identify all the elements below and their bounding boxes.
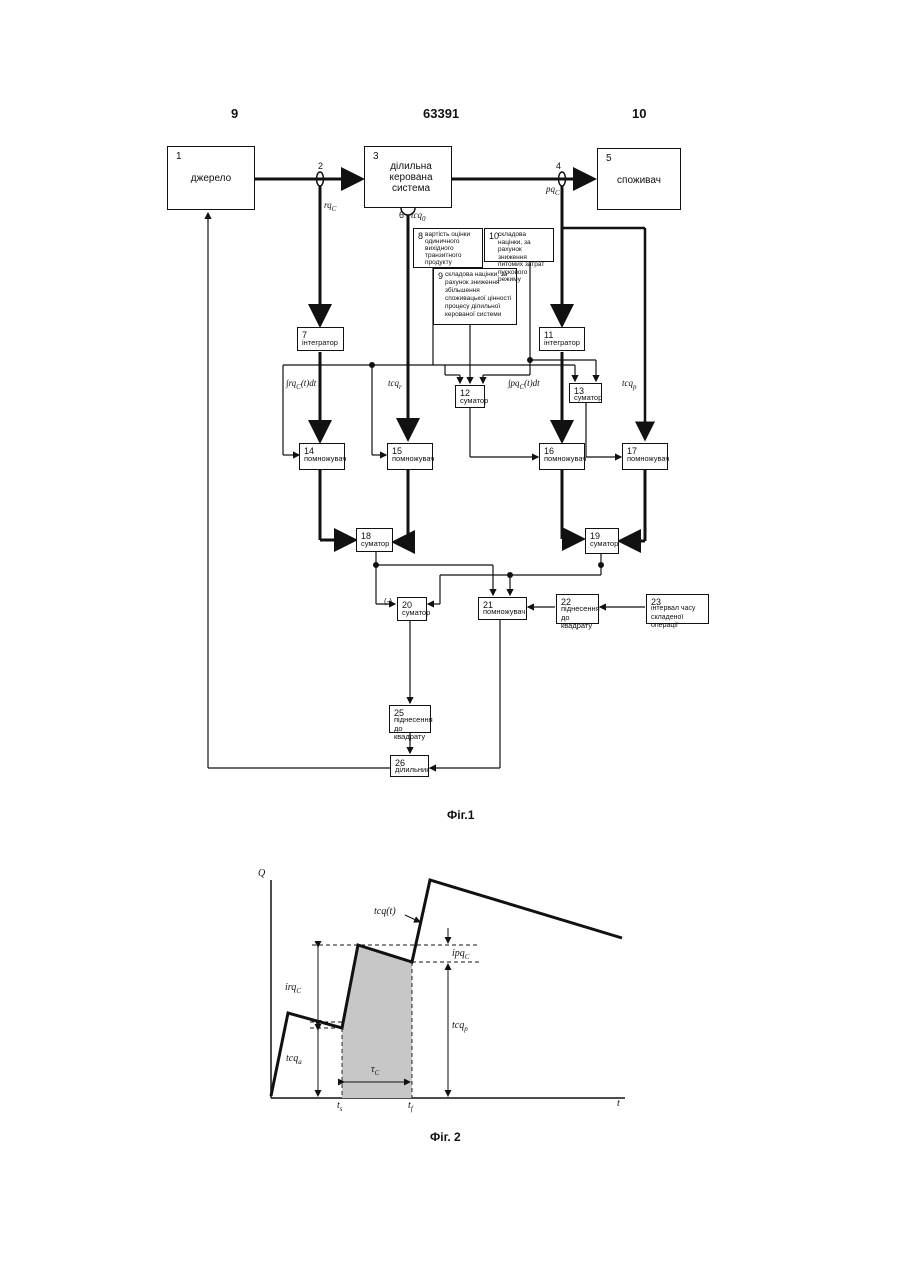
block-multiplier-16: 16 помножувач [539,443,585,470]
block-integrator-11: 11 інтегратор [539,327,585,351]
tcqp-label: tcqp [622,378,637,391]
node-6-label: 6 [399,210,404,220]
tcqa-sub: a [298,1058,302,1066]
series-line [271,880,622,1096]
block-source: 1 джерело [167,146,255,210]
block-label: помножувач [483,608,523,617]
ipqc-sub: C [465,953,470,961]
block-adder-13: 13 суматор [569,383,602,403]
tcq0-text: tcq [411,210,422,220]
block-label: вартість оцінки одиничного вихідного тра… [425,231,479,267]
block-divider-26: 26 ділильник [390,755,429,777]
integral-pqc-text: ∫pq [508,378,519,388]
tf-label: tf [408,1100,413,1113]
block-markup-startup-costs: 10 складова націнки, за рахунок зниження… [484,228,554,262]
block-time-interval-23: 23 інтервал часу складеної операції [646,594,709,624]
integral-pqc-label: ∫pqC(t)dt [508,378,540,391]
tcqa-text: tcq [286,1053,298,1064]
irqc-label: irqC [285,982,301,995]
block-number: 5 [606,153,612,164]
irqc-sub: C [296,987,301,995]
block-number: 8 [418,231,423,241]
pqc-text: pq [546,184,555,194]
ts-label: ts [337,1100,343,1113]
block-adder-19: 19 суматор [585,528,619,554]
figure1-connections [0,0,901,830]
block-label: інтегратор [544,339,581,348]
integral-rqc-text: ∫rq [286,378,296,388]
tcq0-label: tcq0 [411,210,426,223]
pqc-label: pqC [546,184,560,197]
tcqp-fig2-label: tcqp [452,1020,468,1033]
tf-sub: f [411,1105,413,1113]
pqc-sub: C [555,189,560,197]
block-label: інтервал часу складеної операції [651,605,705,631]
block-label: джерело [168,173,254,184]
block-label: інтегратор [302,339,340,348]
block-controlled-system: 3 ділильна керована система [364,146,452,208]
rqc-sub: C [332,205,337,213]
block-label: помножувач [627,455,664,464]
block-label: суматор [574,394,598,403]
block-multiplier-15: 15 помножувач [387,443,433,470]
node-4-label: 4 [556,161,561,171]
tcq-t-label: tcq(t) [374,906,396,917]
tcqr-text: tcq [388,378,399,388]
tcqr-label: tcqr [388,378,402,391]
block-label: суматор [402,609,423,618]
tauc-sub: C [375,1069,380,1077]
block-label: ділильник [395,766,425,775]
rqc-text: rq [324,200,332,210]
tcqp-text: tcq [622,378,633,388]
block-adder-12: 12 суматор [455,385,485,408]
block-square-22: 22 піднесення до квадрату [556,594,599,624]
ipqc-label: ipqC [452,948,469,961]
block-label: складова націнки, за рахунок зниження пи… [498,231,550,284]
block-consumer: 5 споживач [597,148,681,210]
block-label: ділильна керована система [375,161,447,194]
tcqp-sub: p [633,383,637,391]
axis-x-label: t [617,1098,620,1109]
tcqa-label: tcqa [286,1053,302,1066]
minus-label: (-) [384,597,392,606]
axis-y-label: Q [258,868,265,879]
block-unit-cost: 8 вартість оцінки одиничного вихідного т… [413,228,483,268]
block-adder-18: 18 суматор [356,528,393,552]
block-multiplier-14: 14 помножувач [299,443,345,470]
block-number: 1 [176,151,182,162]
integral-rqc-tail: (t)dt [301,378,317,388]
tcqr-sub: r [399,383,402,391]
tauc-label: τC [371,1064,379,1077]
block-label: помножувач [304,455,341,464]
block-label: піднесення до квадрату [561,605,595,631]
block-label: помножувач [544,455,581,464]
block-label: суматор [460,397,481,406]
figure1-caption: Фіг.1 [447,808,474,822]
node-2-label: 2 [318,161,323,171]
block-multiplier-17: 17 помножувач [622,443,668,470]
ts-sub: s [340,1105,343,1113]
tcqp-fig2-text: tcq [452,1020,464,1031]
block-number: 9 [438,271,443,281]
figure2-caption: Фіг. 2 [430,1130,461,1144]
tcqp-fig2-sub: p [464,1025,468,1033]
block-adder-20: 20 суматор [397,597,427,621]
block-square-25: 25 піднесення до квадрату [389,705,431,733]
block-label: помножувач [392,455,429,464]
integral-rqc-label: ∫rqC(t)dt [286,378,316,391]
block-label: суматор [361,540,389,549]
tcq0-sub: 0 [422,215,426,223]
block-label: споживач [598,175,680,186]
ipqc-text: ipq [452,948,465,959]
irqc-text: irq [285,982,296,993]
block-label: піднесення до квадрату [394,716,427,742]
block-multiplier-21: 21 помножувач [478,597,527,620]
block-label: суматор [590,540,615,549]
rqc-label: rqC [324,200,336,213]
integral-pqc-tail: (t)dt [524,378,540,388]
block-integrator-7: 7 інтегратор [297,327,344,351]
